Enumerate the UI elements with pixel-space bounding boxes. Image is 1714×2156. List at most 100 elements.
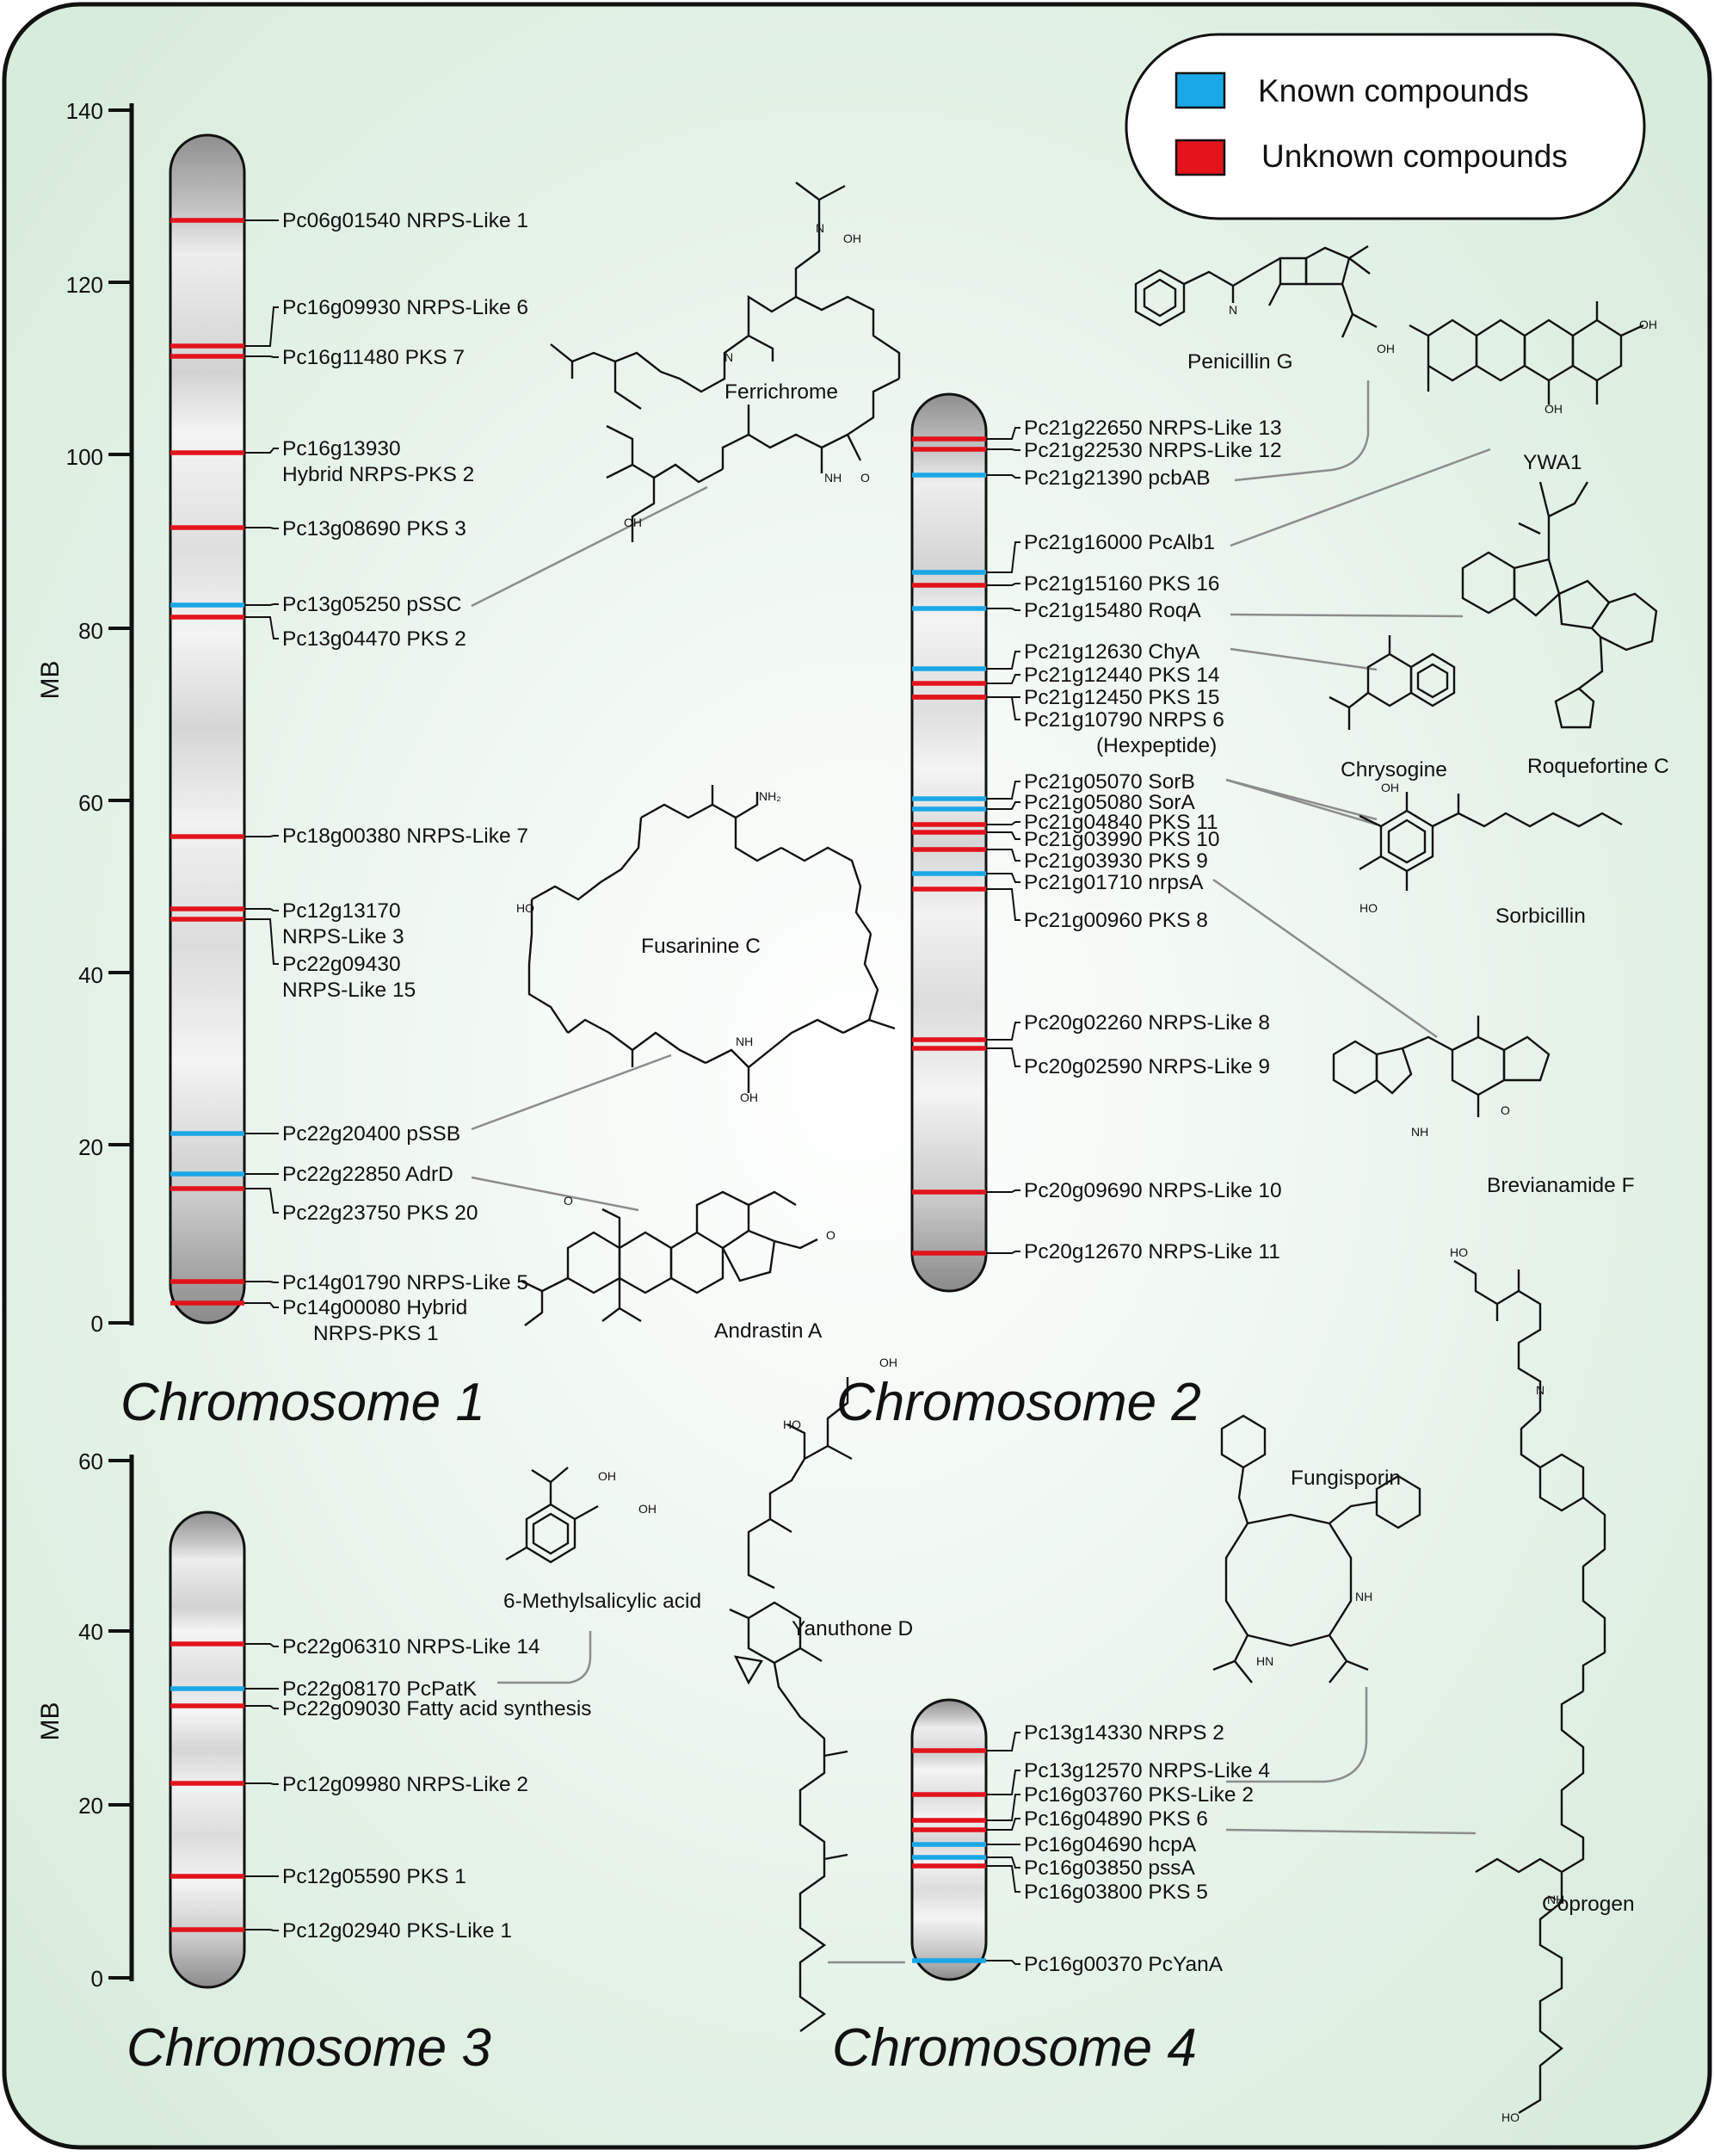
- leader-line: [244, 306, 279, 347]
- gene-label-Pc21g21390: Pc21g21390 pcbAB: [1024, 466, 1211, 490]
- leader-line: [244, 918, 279, 965]
- svg-text:NH: NH: [1355, 1590, 1372, 1603]
- methylsalicylic-structure: [505, 1467, 599, 1564]
- compound-coprogen-label: Coprogen: [1542, 1893, 1635, 1916]
- chrysogine-structure: [1329, 635, 1456, 730]
- leader-line: [244, 1302, 279, 1308]
- leader-line: [986, 608, 1020, 611]
- axis-unit-label: MB: [36, 1702, 65, 1741]
- gene-label-Pc16g00370: Pc16g00370 PcYanA: [1024, 1953, 1224, 1976]
- compound-ferrichrome-label: Ferrichrome: [724, 380, 838, 404]
- svg-text:OH: OH: [1381, 781, 1399, 794]
- compound-chrysogine-label: Chrysogine: [1341, 758, 1447, 781]
- gene-label-Pc12g02940: Pc12g02940 PKS-Like 1: [282, 1919, 512, 1943]
- fusarinine-structure: [527, 785, 896, 1093]
- gene-label-Pc22g22850: Pc22g22850 AdrD: [282, 1163, 453, 1186]
- axis-chromosome-3: 60 40 20 0 MB: [36, 1449, 134, 1992]
- gene-label-Pc21g15480: Pc21g15480 RoqA: [1024, 599, 1201, 622]
- svg-text:N: N: [724, 350, 733, 364]
- tick-label: 120: [66, 272, 103, 298]
- leader-line: [244, 1188, 279, 1214]
- tick-label: 80: [78, 618, 103, 644]
- gene-label-Pc21g16000: Pc21g16000 PcAlb1: [1024, 531, 1215, 554]
- coprogen-structure: [1453, 1259, 1606, 2115]
- leader-line: [986, 696, 1020, 720]
- sorbicillin-structure: [1359, 792, 1623, 891]
- gene-label-Pc22g20400: Pc22g20400 pSSB: [282, 1122, 460, 1146]
- gene-label-Pc21g22650: Pc21g22650 NRPS-Like 13: [1024, 417, 1282, 440]
- leader-line: [986, 1251, 1020, 1254]
- gene-label-Pc16g09930: Pc16g09930 NRPS-Like 6: [282, 296, 528, 319]
- gene-label-Pc14g01790: Pc14g01790 NRPS-Like 5: [282, 1271, 528, 1294]
- svg-text:HO: HO: [1359, 901, 1378, 915]
- svg-text:O: O: [826, 1228, 835, 1242]
- leader-line: [986, 583, 1020, 586]
- gene-markers: Pc06g01540 NRPS-Like 1 Pc16g09930 NRPS-Li…: [170, 209, 1282, 1976]
- gene-label-Pc21g22530: Pc21g22530 NRPS-Like 12: [1024, 439, 1282, 462]
- legend-box: [1125, 33, 1646, 220]
- legend-known-label: Known compounds: [1258, 73, 1529, 108]
- gene-label-Pc21g12630: Pc21g12630 ChyA: [1024, 640, 1200, 664]
- leader-line: [986, 651, 1020, 670]
- gene-label-Pc21g03930: Pc21g03930 PKS 9: [1024, 849, 1208, 873]
- gene-label-Pc06g01540: Pc06g01540 NRPS-Like 1: [282, 209, 528, 232]
- leader-line: [244, 835, 279, 837]
- ywa1-structure: [1409, 301, 1644, 405]
- leader-line: [986, 541, 1020, 573]
- svg-text:OH: OH: [638, 1502, 657, 1516]
- leader-line: [986, 448, 1020, 451]
- tick-label: 40: [78, 962, 103, 988]
- svg-text:N: N: [1229, 303, 1237, 317]
- legend-unknown-label: Unknown compounds: [1261, 139, 1568, 174]
- svg-text:OH: OH: [624, 516, 642, 529]
- gene-label-Pc16g03800: Pc16g03800 PKS 5: [1024, 1881, 1208, 1904]
- ferrichrome-structure: [550, 182, 901, 542]
- leader-line: [986, 873, 1020, 883]
- leader-line: [986, 801, 1020, 810]
- svg-text:OH: OH: [1544, 402, 1563, 416]
- gene-label-Pc13g05250: Pc13g05250 pSSC: [282, 593, 461, 616]
- svg-text:OH: OH: [843, 232, 861, 245]
- gene-label-Pc22g23750: Pc22g23750 PKS 20: [282, 1202, 478, 1225]
- svg-text:HO: HO: [1501, 2110, 1520, 2124]
- gene-label-Pc13g04470: Pc13g04470 PKS 2: [282, 627, 466, 651]
- leader-line: [244, 616, 279, 639]
- leader-line: [986, 821, 1020, 825]
- svg-text:OH: OH: [740, 1090, 758, 1104]
- legend: Known compounds Unknown compounds: [1125, 33, 1646, 220]
- leader-line: [986, 674, 1020, 684]
- gene-label-Pc16g04890: Pc16g04890 PKS 6: [1024, 1807, 1208, 1831]
- chromosome-4-body: [910, 1698, 988, 1981]
- compound-andrastin-label: Andrastin A: [714, 1319, 823, 1343]
- leader-line: [986, 1818, 1020, 1831]
- gene-label-Pc16g03760: Pc16g03760 PKS-Like 2: [1024, 1783, 1254, 1807]
- chromosome-3-title: Chromosome 3: [126, 2018, 491, 2078]
- gene-label-Pc18g00380: Pc18g00380 NRPS-Like 7: [282, 825, 528, 848]
- gene-label-Pc21g00960: Pc21g00960 PKS 8: [1024, 909, 1208, 932]
- penicillin-structure: [1134, 244, 1378, 338]
- leader-line: [986, 831, 1020, 840]
- svg-text:HO: HO: [516, 901, 534, 915]
- gene-label-Pc21g12440: Pc21g12440 PKS 14: [1024, 664, 1220, 687]
- svg-text:O: O: [860, 471, 870, 485]
- svg-text:N: N: [816, 221, 824, 235]
- leader-line: [986, 781, 1020, 800]
- svg-text:NH: NH: [824, 471, 842, 485]
- tick-label: 60: [78, 1449, 103, 1474]
- legend-swatch-unknown: [1175, 139, 1226, 176]
- leader-line: [986, 1960, 1020, 1965]
- brevianamide-structure: [1332, 1016, 1551, 1117]
- leader-line: [986, 1770, 1020, 1795]
- svg-text:HO: HO: [783, 1418, 801, 1431]
- chromosome-1-title: Chromosome 1: [120, 1373, 485, 1432]
- gene-label-line2-Pc21g10790: (Hexpeptide): [1096, 734, 1217, 757]
- gene-label-Pc12g13170: Pc12g13170: [282, 899, 401, 923]
- gene-label-Pc16g04690: Pc16g04690 hcpA: [1024, 1833, 1197, 1856]
- gene-label-Pc20g02590: Pc20g02590 NRPS-Like 9: [1024, 1055, 1270, 1078]
- compound-sorbicillin-label: Sorbicillin: [1495, 905, 1586, 928]
- svg-text:OH: OH: [879, 1356, 897, 1369]
- leader-line: [986, 888, 1020, 921]
- tick-label: 20: [78, 1793, 103, 1819]
- svg-text:OH: OH: [1639, 318, 1657, 331]
